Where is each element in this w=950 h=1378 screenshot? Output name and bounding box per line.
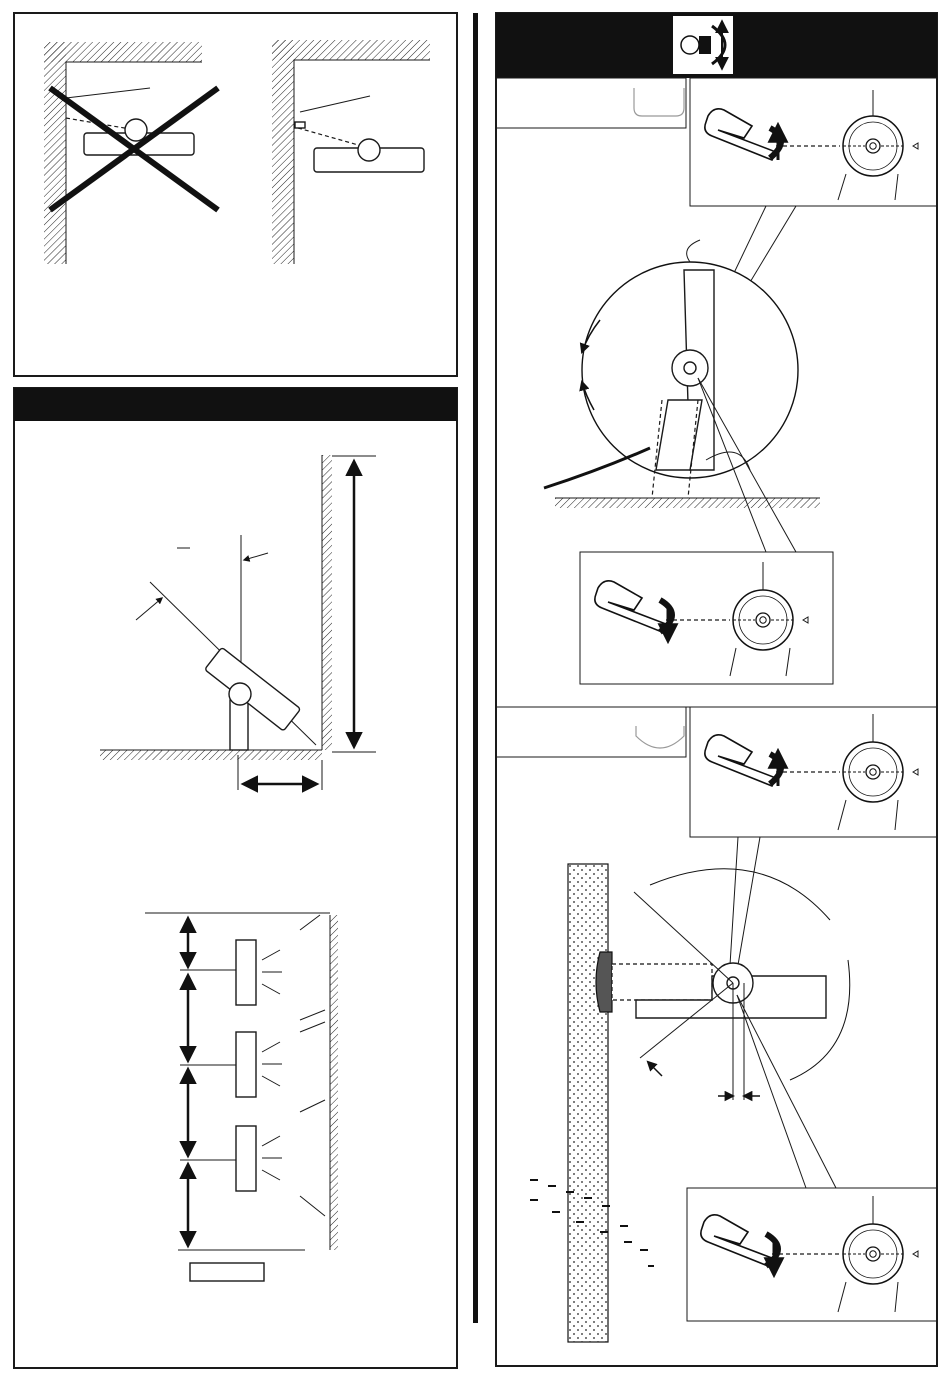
mounting-distance-arrow — [238, 755, 322, 790]
u-bracket-up-icon — [634, 88, 684, 116]
label-box — [190, 1263, 264, 1281]
panel-header-bar — [14, 388, 457, 421]
mounting-height-arrow — [332, 456, 376, 752]
panel-angle-adjustment — [496, 13, 937, 1366]
hex-key-icon — [701, 1215, 772, 1266]
floor-mount-section — [496, 78, 937, 684]
incorrect-mounting-figure — [44, 42, 218, 264]
angle-dial-icon — [843, 1224, 903, 1284]
rotate-arrow-icon — [660, 600, 672, 632]
u-bracket-down-icon — [636, 726, 684, 748]
correct-mounting-figure — [272, 40, 430, 264]
panel-aiming-geometry — [14, 388, 457, 1368]
hex-key-icon — [705, 109, 776, 160]
column-divider — [473, 13, 478, 1323]
angle-dial-icon — [733, 590, 793, 650]
tilt-angle-diagram — [100, 455, 332, 760]
hex-key-icon — [705, 735, 776, 786]
wall-tilt-figure — [530, 864, 850, 1342]
multiple-unit-spacing — [145, 913, 338, 1281]
hex-key-icon — [595, 581, 666, 632]
tighten-step-callout-2 — [687, 1188, 937, 1321]
tighten-step-callout — [580, 552, 833, 684]
loosen-step-callout-2 — [690, 707, 937, 837]
fixture-1 — [180, 915, 325, 1020]
lamp-tilt-icon — [673, 16, 733, 74]
loosen-step-callout — [690, 78, 937, 206]
fixture-3 — [180, 1126, 325, 1216]
floor-tilt-figure — [544, 240, 820, 508]
panel-wall-clearance — [14, 13, 457, 376]
angle-dial-icon — [843, 742, 903, 802]
rotate-arrow-icon — [766, 1234, 778, 1266]
fixture-2 — [180, 1022, 325, 1112]
angle-dial-icon — [843, 116, 903, 176]
wall-mount-section — [496, 707, 937, 1342]
